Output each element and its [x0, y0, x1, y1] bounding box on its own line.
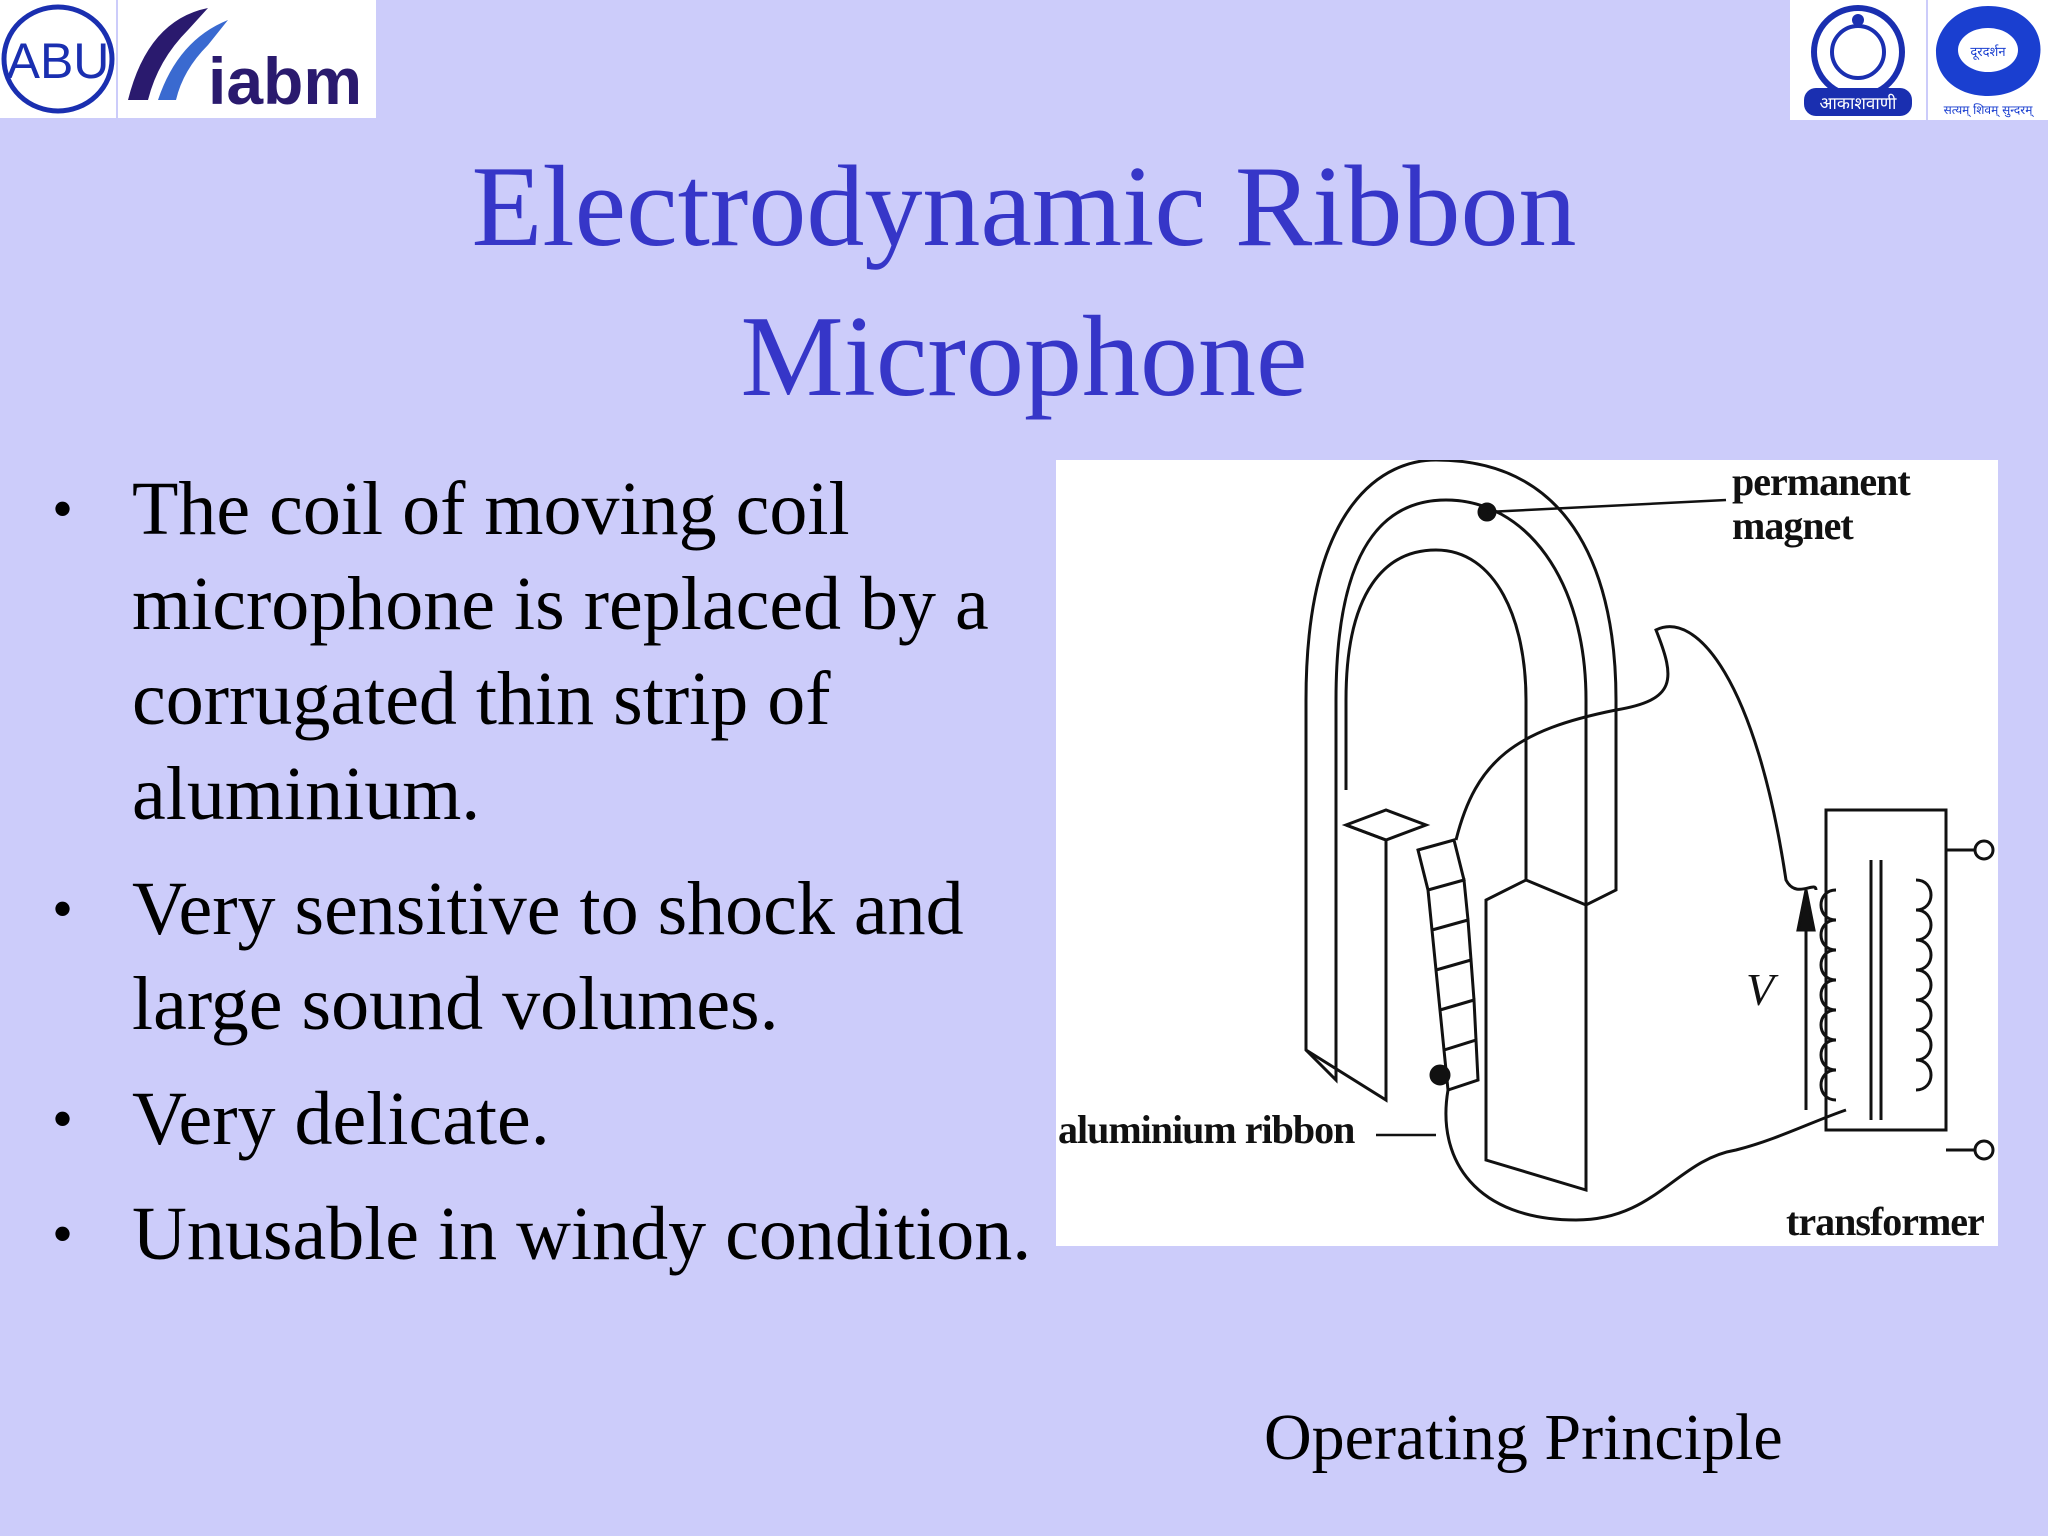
bullet-item: • Very sensitive to shock and large soun…: [52, 862, 1042, 1052]
abu-logo-graphic: ABU: [1, 4, 115, 114]
bullet-item: • Unusable in windy condition.: [52, 1187, 1042, 1282]
label-magnet: magnet: [1732, 503, 1854, 548]
magnet-inner: [1344, 548, 1528, 880]
bullet-item: • The coil of moving coil microphone is …: [52, 462, 1042, 842]
diagram-drawing: [1304, 460, 1995, 1222]
transformer-primary: [1819, 888, 1837, 1102]
bullet-item: • Very delicate.: [52, 1072, 1042, 1167]
bullet-dot: •: [52, 1086, 74, 1152]
magnet-front-right: [1484, 878, 1588, 1193]
label-permanent-magnet: permanent magnet: [1732, 459, 1911, 548]
label-transformer: transformer: [1786, 1199, 1985, 1244]
magnet-front-left: [1305, 823, 1388, 1103]
iabm-logo: iabm: [118, 0, 376, 118]
bullet-text: Very sensitive to shock and large sound …: [132, 867, 964, 1046]
bullet-text: The coil of moving coil microphone is re…: [132, 467, 989, 836]
svg-text:आकाशवाणी: आकाशवाणी: [1820, 93, 1898, 114]
svg-text:iabm: iabm: [208, 44, 362, 118]
iabm-logo-graphic: iabm: [128, 8, 362, 118]
wire-top: [1454, 625, 1818, 891]
ribbon-contact: [1429, 1064, 1451, 1086]
wire-bottom: [1444, 1089, 1847, 1222]
bullet-text: Very delicate.: [132, 1077, 550, 1161]
air-logo: आकाशवाणी: [1790, 0, 1926, 120]
doordarshan-logo-graphic: दूरदर्शन सत्यम् शिवम् सुन्दरम्: [1936, 6, 2041, 118]
diagram-caption: Operating Principle: [1264, 1401, 1783, 1474]
label-permanent: permanent: [1732, 459, 1911, 504]
label-voltage: V: [1746, 964, 1774, 1015]
slide-title-line-1: Electrodynamic Ribbon: [471, 143, 1577, 271]
air-logo-graphic: आकाशवाणी: [1804, 5, 1912, 116]
terminal-bottom: [1973, 1139, 1995, 1161]
abu-logo: ABU: [0, 0, 116, 118]
svg-text:दूरदर्शन: दूरदर्शन: [1970, 44, 2006, 60]
pole-top-left: [1341, 808, 1431, 842]
ribbon-microphone-diagram: permanent magnet aluminium ribbon transf…: [1056, 460, 1998, 1246]
transformer-box: [1824, 808, 1948, 1132]
bullet-dot: •: [52, 476, 74, 542]
bullet-list: • The coil of moving coil microphone is …: [52, 462, 1042, 1302]
voltage-arrow-head: [1796, 889, 1816, 932]
doordarshan-logo: दूरदर्शन सत्यम् शिवम् सुन्दरम्: [1928, 0, 2048, 120]
transformer-secondary: [1915, 878, 1933, 1092]
bullet-text: Unusable in windy condition.: [132, 1192, 1032, 1276]
svg-text:सत्यम् शिवम् सुन्दरम्: सत्यम् शिवम् सुन्दरम्: [1944, 103, 2035, 118]
aluminium-ribbon: [1416, 838, 1480, 1093]
magnet-outer: [1304, 460, 1618, 1084]
magnet-leader: [1486, 498, 1727, 514]
svg-text:ABU: ABU: [7, 33, 110, 89]
terminal-top: [1973, 839, 1995, 861]
bullet-dot: •: [52, 876, 74, 942]
slide-title-line-2: Microphone: [740, 293, 1308, 421]
slide-title: Electrodynamic Ribbon Microphone: [0, 132, 2048, 432]
bullet-dot: •: [52, 1201, 74, 1267]
label-aluminium-ribbon: aluminium ribbon: [1058, 1107, 1355, 1152]
